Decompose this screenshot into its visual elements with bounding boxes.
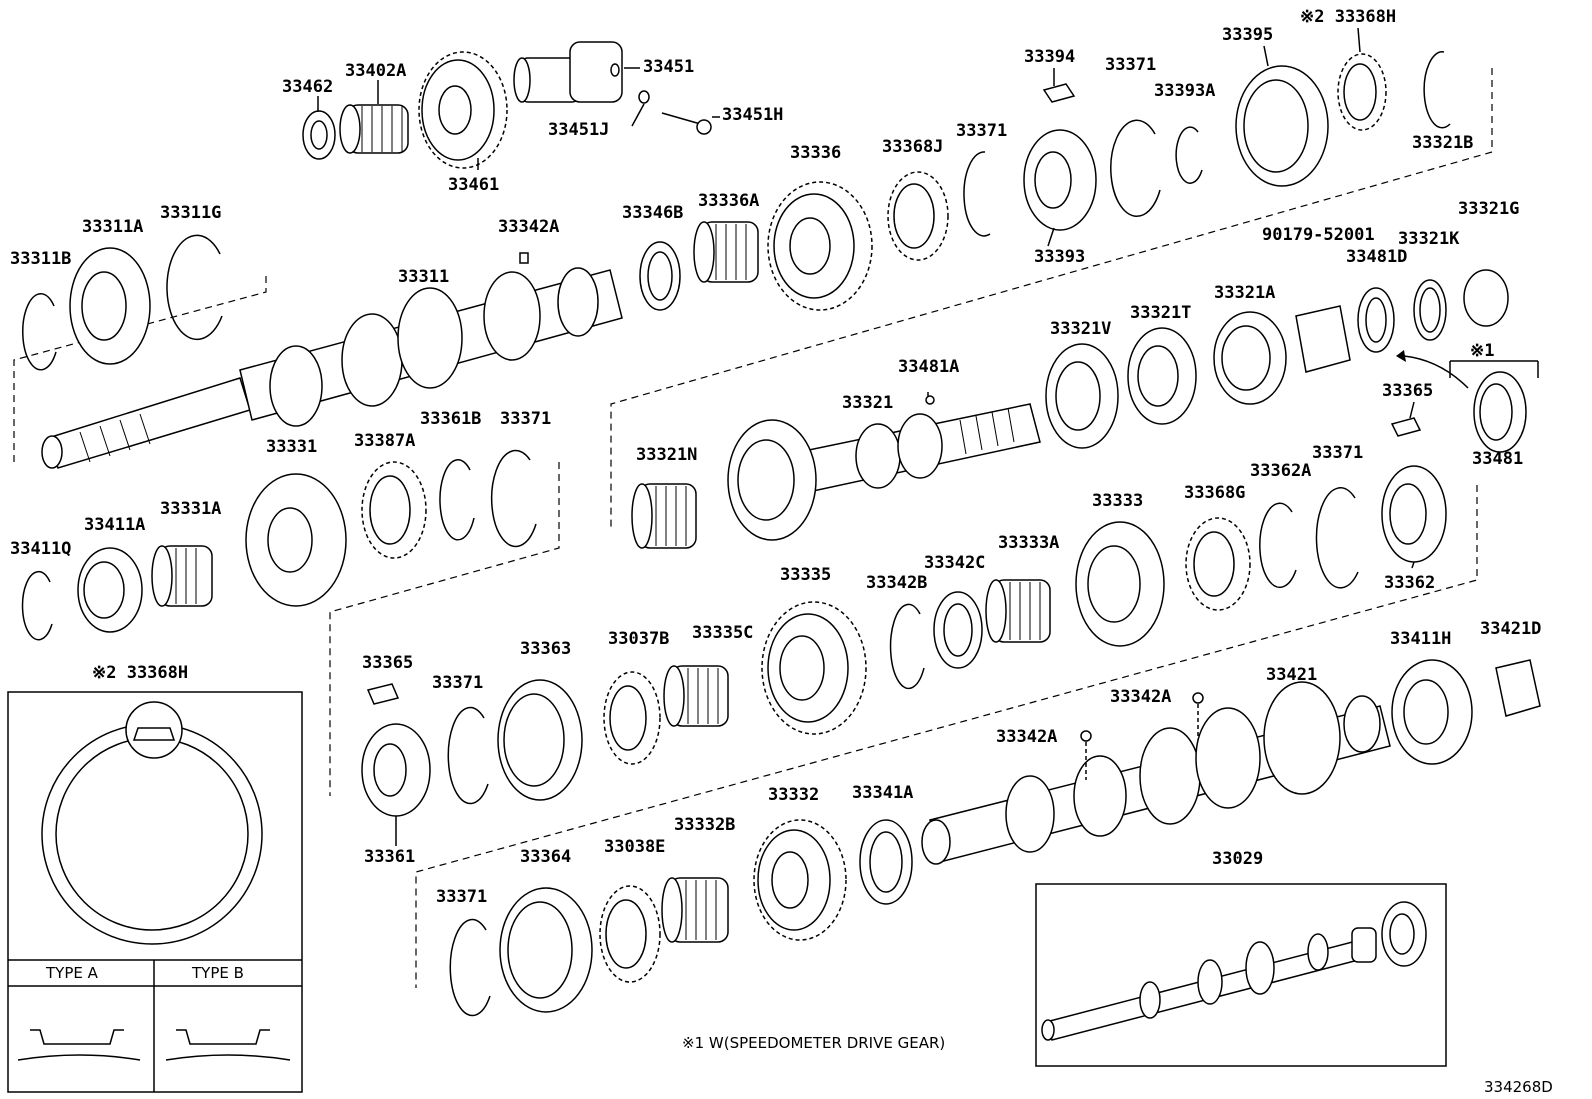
label-33342A-low: 33342A	[996, 727, 1057, 747]
label-33481: 33481	[1472, 449, 1523, 469]
label-33368J: 33368J	[882, 137, 943, 157]
input-shaft	[22, 234, 623, 469]
inset-title: ※2 33368H	[92, 663, 188, 683]
label-33371-b: 33371	[956, 121, 1007, 141]
output-shaft	[631, 269, 1527, 549]
label-33332: 33332	[768, 785, 819, 805]
footnote: ※1 W(SPEEDOMETER DRIVE GEAR)	[682, 1034, 945, 1052]
label-33335: 33335	[780, 565, 831, 585]
label-33342B: 33342B	[866, 573, 927, 593]
label-33481A: 33481A	[898, 357, 959, 377]
label-33421: 33421	[1266, 665, 1317, 685]
label-33451J: 33451J	[548, 120, 609, 140]
label-33371-d: 33371	[500, 409, 551, 429]
label-90179-52001: 90179-52001	[1262, 225, 1375, 245]
label-33451H: 33451H	[722, 105, 783, 125]
label-33365-right: 33365	[1382, 381, 1433, 401]
label-33336A: 33336A	[698, 191, 759, 211]
label-33342A-top: 33342A	[498, 217, 559, 237]
lower-left-parts	[21, 449, 537, 641]
label-33311B: 33311B	[10, 249, 71, 269]
upper-right-parts	[639, 51, 1451, 311]
synchro-ring-inset	[7, 691, 303, 1093]
label-33461: 33461	[448, 175, 499, 195]
label-33321T: 33321T	[1130, 303, 1191, 323]
label-33311A: 33311A	[82, 217, 143, 237]
label-33421D: 33421D	[1480, 619, 1541, 639]
label-33361B: 33361B	[420, 409, 481, 429]
label-33451: 33451	[643, 57, 694, 77]
label-33368G: 33368G	[1184, 483, 1245, 503]
middle-group-parts	[361, 465, 1447, 817]
inset-type-b: TYPE B	[191, 964, 244, 982]
label-33341A: 33341A	[852, 783, 913, 803]
label-33365-left: 33365	[362, 653, 413, 673]
label-33321A: 33321A	[1214, 283, 1275, 303]
label-33321G: 33321G	[1458, 199, 1519, 219]
label-33371-a: 33371	[1105, 55, 1156, 75]
label-33311: 33311	[398, 267, 449, 287]
label-33371-f: 33371	[436, 887, 487, 907]
label-33346B: 33346B	[622, 203, 683, 223]
label-33402A: 33402A	[345, 61, 406, 81]
label-33321B: 33321B	[1412, 133, 1473, 153]
label-33362: 33362	[1384, 573, 1435, 593]
label-33411A: 33411A	[84, 515, 145, 535]
label-33411Q: 33411Q	[10, 539, 71, 559]
label-33363: 33363	[520, 639, 571, 659]
main-shaft-lower	[449, 659, 1541, 1017]
label-33321N: 33321N	[636, 445, 697, 465]
label-33393A: 33393A	[1154, 81, 1215, 101]
label-33362A: 33362A	[1250, 461, 1311, 481]
label-33336: 33336	[790, 143, 841, 163]
label-33331: 33331	[266, 437, 317, 457]
label-33394: 33394	[1024, 47, 1075, 67]
label-33321V: 33321V	[1050, 319, 1111, 339]
label-33368H-top: ※2 33368H	[1300, 7, 1396, 27]
label-33029: 33029	[1212, 849, 1263, 869]
label-33481D: 33481D	[1346, 247, 1407, 267]
label-33037B: 33037B	[608, 629, 669, 649]
label-33364: 33364	[520, 847, 571, 867]
label-33332B: 33332B	[674, 815, 735, 835]
label-33333A: 33333A	[998, 533, 1059, 553]
label-mark1: ※1	[1470, 341, 1494, 361]
label-33342C: 33342C	[924, 553, 985, 573]
label-33342A-mid: 33342A	[1110, 687, 1171, 707]
label-33371-c: 33371	[1312, 443, 1363, 463]
label-33361: 33361	[364, 847, 415, 867]
label-33387A: 33387A	[354, 431, 415, 451]
leader-lines	[317, 27, 1415, 846]
label-33462: 33462	[282, 77, 333, 97]
label-33333: 33333	[1092, 491, 1143, 511]
top-row-parts	[302, 41, 712, 169]
label-33331A: 33331A	[160, 499, 221, 519]
label-33311G: 33311G	[160, 203, 221, 223]
inset-type-a: TYPE A	[45, 964, 99, 982]
label-33321K: 33321K	[1398, 229, 1460, 249]
label-33411H: 33411H	[1390, 629, 1451, 649]
diagram-id: 334268D	[1484, 1078, 1553, 1096]
label-33321: 33321	[842, 393, 893, 413]
label-33393: 33393	[1034, 247, 1085, 267]
label-33335C: 33335C	[692, 623, 753, 643]
label-33371-e: 33371	[432, 673, 483, 693]
part-labels: 33462 33402A 33461 33451 33451J 33451H 3…	[10, 7, 1553, 1096]
label-33038E: 33038E	[604, 837, 665, 857]
assembly-33029-box	[1035, 883, 1447, 1067]
label-33395: 33395	[1222, 25, 1273, 45]
